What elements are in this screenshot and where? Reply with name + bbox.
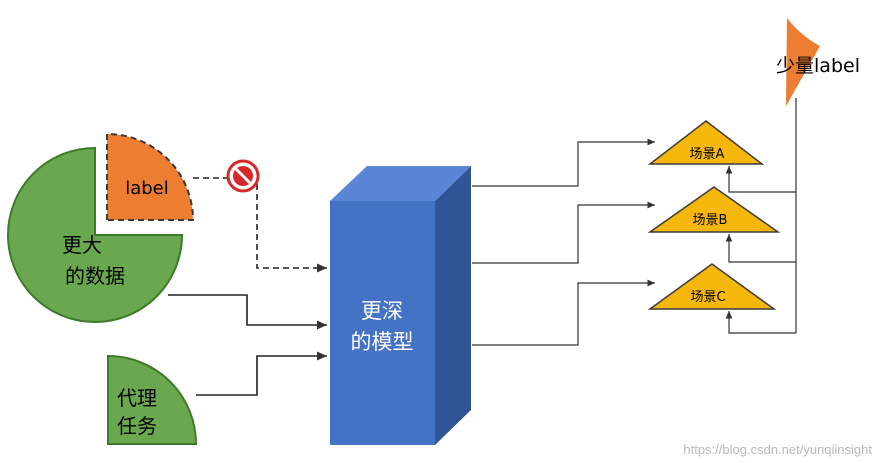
big-data-to-model-arrow [168, 294, 327, 330]
few-label-to-scene-a-arrow [725, 166, 796, 193]
agent-task-quarter [107, 354, 198, 445]
scene-c-label: 场景C [690, 290, 725, 305]
model-front-face [330, 201, 435, 445]
big-data-pie [7, 146, 184, 323]
big-data-label-line1: 更大 [62, 233, 102, 257]
model-to-scene-a-arrow [472, 138, 655, 187]
model-to-scene-c-arrow [472, 279, 655, 346]
few-label-to-scene-c-arrow [725, 311, 796, 334]
label-quarter-dashed-outline [106, 132, 195, 221]
scene-b-label: 场景B [693, 213, 728, 228]
agent-task-label-line1: 代理 [117, 386, 157, 410]
scene-c-node: 场景C [647, 263, 777, 310]
label-to-model-dashed-arrow [193, 177, 327, 273]
watermark: https://blog.csdn.net/yunqiinsight [683, 442, 872, 457]
model-top-face [330, 166, 471, 201]
label-text: label [125, 178, 169, 199]
label-quarter [107, 134, 193, 220]
agent-task-label-line2: 任务 [117, 414, 157, 438]
scene-b-node: 场景B [647, 186, 781, 233]
big-data-node: 更大 的数据 [7, 146, 184, 323]
few-label-to-scene-b-arrow [725, 234, 796, 263]
agent-task-to-model-arrow [196, 351, 327, 396]
no-entry-icon [226, 159, 260, 193]
few-label-node: 少量label [776, 18, 860, 106]
few-label-wedge [786, 18, 820, 106]
big-data-label-line2: 的数据 [65, 264, 125, 288]
scene-a-node: 场景A [647, 120, 765, 165]
few-label-text: 少量label [776, 55, 860, 77]
scene-a-triangle [647, 120, 765, 165]
model-label-line1: 更深 [361, 299, 403, 323]
label-node: label [106, 132, 195, 221]
model-label-line2: 的模型 [351, 330, 414, 354]
deep-model-node: 更深 的模型 [330, 166, 471, 445]
model-to-scene-b-arrow [472, 201, 655, 264]
model-side-face [435, 166, 471, 445]
scene-b-triangle [647, 186, 781, 233]
agent-task-node: 代理 任务 [107, 354, 198, 445]
scene-a-label: 场景A [690, 147, 725, 162]
scene-c-triangle [647, 263, 777, 310]
